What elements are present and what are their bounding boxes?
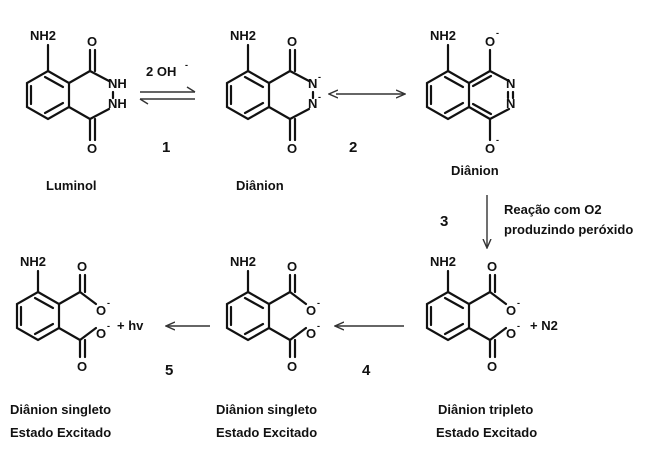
singlet-left-o-minus-2: O — [96, 326, 106, 341]
step-2-label: 2 — [349, 139, 357, 156]
triplet-o-bottom: O — [487, 359, 497, 374]
dianion-2-nh2: NH2 — [430, 28, 456, 43]
dianion-2-o-bottom-charge: - — [496, 135, 499, 145]
dianion-1-label: Diânion — [236, 178, 284, 193]
luminol-benzene-ring — [25, 69, 71, 121]
step3-reaction-line2: produzindo peróxido — [504, 222, 633, 237]
triplet-charge-1: - — [517, 298, 520, 308]
singlet-mid-o-bottom: O — [287, 359, 297, 374]
triplet-charge-2: - — [517, 321, 520, 331]
step3-reaction-line1: Reação com O2 — [504, 202, 602, 217]
luminol-structure: NH2 O O NH NH Luminol — [25, 28, 127, 193]
singlet-mid-o-top: O — [287, 259, 297, 274]
luminol-hydrazide-ring — [46, 43, 115, 142]
step-4-label: 4 — [362, 362, 371, 379]
singlet-mid-label-line2: Estado Excitado — [216, 425, 317, 440]
triplet-o-minus-1: O — [506, 303, 516, 318]
luminol-nh2: NH2 — [30, 28, 56, 43]
singlet-left-o-top: O — [77, 259, 87, 274]
step1-equilibrium-arrow — [139, 86, 196, 105]
singlet-mid-label-line1: Diânion singleto — [216, 402, 317, 417]
dianion-2-n-bottom: N — [506, 96, 515, 111]
dianion-2-label: Diânion — [451, 163, 499, 178]
singlet-left-charge-2: - — [107, 321, 110, 331]
singlet-mid-charge-1: - — [317, 298, 320, 308]
byproduct-n2: + N2 — [530, 318, 558, 333]
singlet-mid-nh2: NH2 — [230, 254, 256, 269]
step-5-label: 5 — [165, 362, 173, 379]
triplet-bonds — [425, 269, 508, 359]
singlet-left-label-line2: Estado Excitado — [10, 425, 111, 440]
singlet-left-bonds — [15, 269, 98, 359]
triplet-structure: NH2 O O O - O - + N2 Diânion tripleto Es… — [425, 254, 558, 440]
dianion-1-n-top: N — [308, 76, 317, 91]
dianion-1-structure: NH2 O O N - N - Diânion — [225, 28, 321, 193]
triplet-o-minus-2: O — [506, 326, 516, 341]
dianion-1-n-bottom: N — [308, 96, 317, 111]
singlet-mid-charge-2: - — [317, 321, 320, 331]
dianion-2-n-top: N — [506, 76, 515, 91]
dianion-2-bonds — [425, 43, 515, 142]
singlet-left-label-line1: Diânion singleto — [10, 402, 111, 417]
dianion-2-o-top: O — [485, 34, 495, 49]
dianion-2-o-bottom: O — [485, 141, 495, 156]
luminol-label: Luminol — [46, 178, 97, 193]
singlet-left-nh2: NH2 — [20, 254, 46, 269]
singlet-left-structure: NH2 O O O - O - + hv Diânion singleto Es… — [10, 254, 144, 440]
singlet-left-charge-1: - — [107, 298, 110, 308]
luminol-nh-bottom: NH — [108, 96, 127, 111]
singlet-mid-o-minus-2: O — [306, 326, 316, 341]
singlet-left-o-bottom: O — [77, 359, 87, 374]
dianion-1-bonds — [225, 43, 315, 142]
singlet-mid-structure: NH2 O O O - O - Diânion singleto Estado … — [216, 254, 320, 440]
luminol-o-bottom: O — [87, 141, 97, 156]
singlet-left-o-minus-1: O — [96, 303, 106, 318]
triplet-nh2: NH2 — [430, 254, 456, 269]
byproduct-hv: + hv — [117, 318, 144, 333]
luminol-o-top: O — [87, 34, 97, 49]
dianion-2-o-top-charge: - — [496, 28, 499, 38]
reagent-oh-charge: - — [185, 60, 188, 70]
dianion-1-o-top: O — [287, 34, 297, 49]
dianion-1-nh2: NH2 — [230, 28, 256, 43]
step-3-label: 3 — [440, 213, 448, 230]
triplet-label-line1: Diânion tripleto — [438, 402, 533, 417]
triplet-o-top: O — [487, 259, 497, 274]
dianion-2-structure: NH2 O - O - N N Diânion — [425, 28, 515, 178]
singlet-mid-o-minus-1: O — [306, 303, 316, 318]
reagent-oh: 2 OH — [146, 64, 176, 79]
singlet-mid-bonds — [225, 269, 308, 359]
dianion-1-o-bottom: O — [287, 141, 297, 156]
step-1-label: 1 — [162, 139, 170, 156]
dianion-1-n-top-charge: - — [318, 72, 321, 82]
dianion-1-n-bottom-charge: - — [318, 92, 321, 102]
luminol-nh-top: NH — [108, 76, 127, 91]
triplet-label-line2: Estado Excitado — [436, 425, 537, 440]
